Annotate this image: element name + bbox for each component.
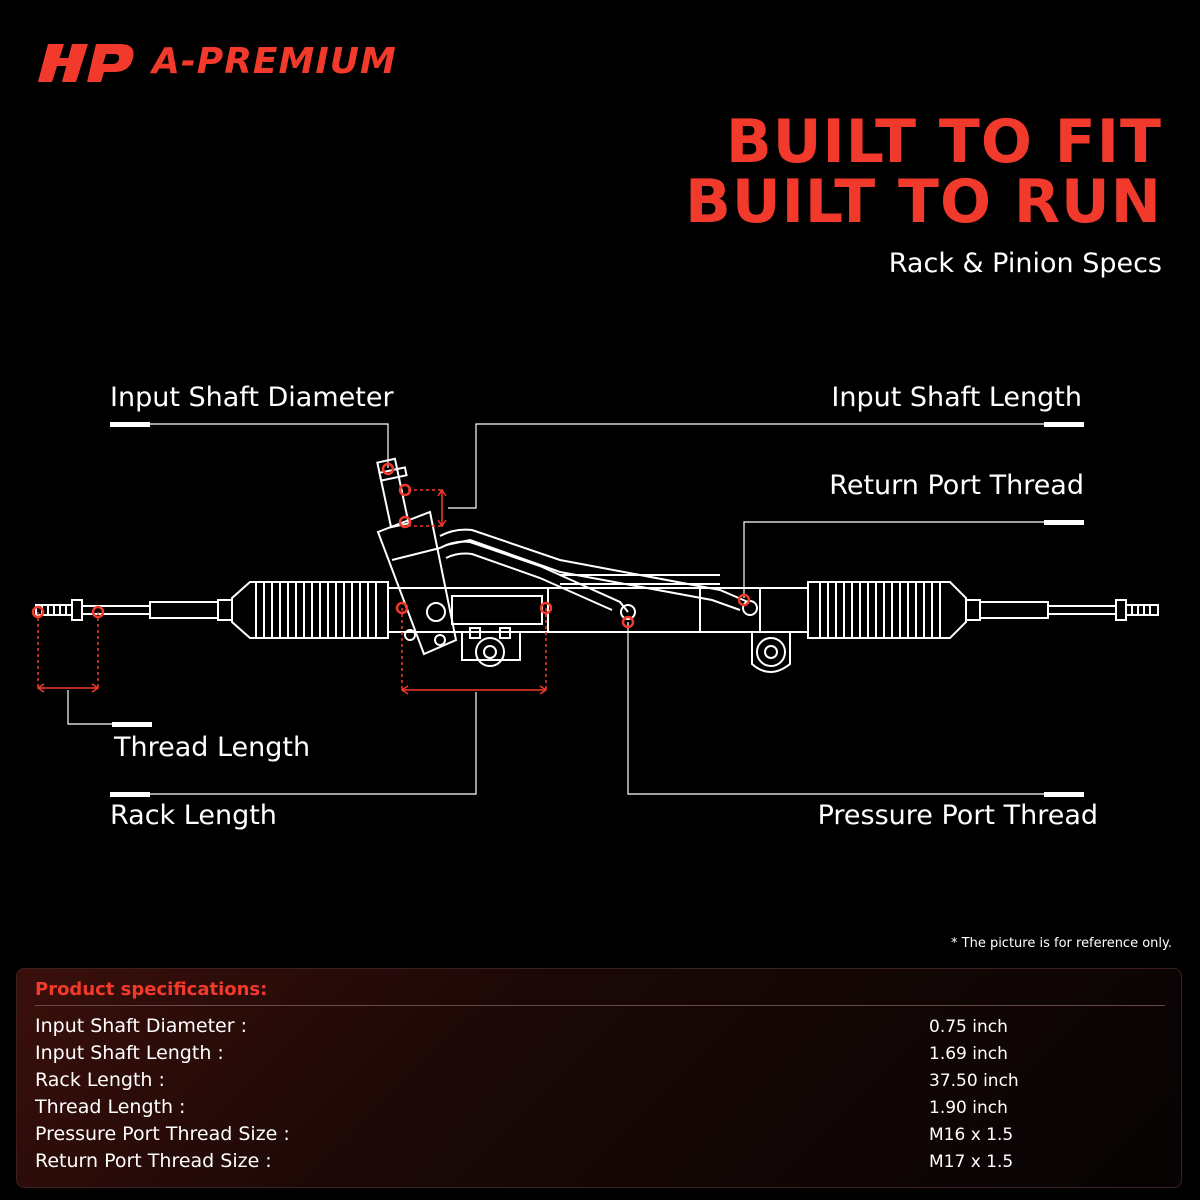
brand-logo: A-PREMIUM — [38, 38, 397, 84]
callout-return-port-thread: Return Port Thread — [829, 470, 1084, 501]
spec-label: Thread Length : — [35, 1096, 186, 1118]
dimension-marks — [36, 488, 548, 695]
spec-label: Input Shaft Length : — [35, 1042, 224, 1064]
callout-rack-length: Rack Length — [110, 800, 277, 831]
callout-pressure-port-thread: Pressure Port Thread — [817, 800, 1098, 831]
marker-dots — [31, 462, 751, 629]
brand-name: A-PREMIUM — [152, 40, 397, 82]
spec-value: M17 x 1.5 — [929, 1152, 1014, 1172]
callout-thread-length: Thread Length — [114, 732, 311, 763]
spec-value: M16 x 1.5 — [929, 1125, 1014, 1145]
right-tie-rod — [965, 599, 1159, 621]
page-subtitle: Rack & Pinion Specs — [888, 248, 1162, 279]
leader-lines — [67, 423, 1082, 795]
spec-row: Input Shaft Length : 1.69 inch — [35, 1040, 1165, 1067]
spec-label: Input Shaft Diameter : — [35, 1015, 247, 1037]
rack-and-pinion-diagram — [31, 422, 1159, 797]
callout-underlines — [110, 422, 1084, 797]
spec-row: Thread Length : 1.90 inch — [35, 1094, 1165, 1121]
fluid-lines — [439, 528, 758, 620]
spec-value: 1.69 inch — [929, 1044, 1008, 1064]
spec-value: 1.90 inch — [929, 1098, 1008, 1118]
callout-input-shaft-diameter: Input Shaft Diameter — [110, 382, 394, 413]
right-boot — [807, 581, 967, 639]
headline-line-2: BUILT TO RUN — [685, 167, 1162, 237]
left-tie-rod — [35, 599, 233, 621]
reference-note: * The picture is for reference only. — [951, 936, 1172, 951]
spec-panel: Product specifications: Input Shaft Diam… — [16, 968, 1182, 1188]
spec-list: Input Shaft Diameter : 0.75 inch Input S… — [35, 1013, 1165, 1175]
spec-row: Return Port Thread Size : M17 x 1.5 — [35, 1148, 1165, 1175]
spec-label: Rack Length : — [35, 1069, 165, 1091]
spec-row: Rack Length : 37.50 inch — [35, 1067, 1165, 1094]
pinion-valve-housing — [376, 457, 458, 656]
brand-mark-icon — [38, 44, 134, 82]
callout-input-shaft-length: Input Shaft Length — [831, 382, 1082, 413]
headline-line-1: BUILT TO FIT — [726, 107, 1162, 177]
spec-value: 0.75 inch — [929, 1017, 1008, 1037]
rack-drawing — [35, 457, 1159, 673]
spec-divider — [35, 1005, 1165, 1006]
spec-title: Product specifications: — [35, 979, 268, 1000]
spec-value: 37.50 inch — [929, 1071, 1019, 1091]
spec-label: Return Port Thread Size : — [35, 1150, 272, 1172]
spec-label: Pressure Port Thread Size : — [35, 1123, 290, 1145]
spec-row: Pressure Port Thread Size : M16 x 1.5 — [35, 1121, 1165, 1148]
left-boot — [231, 581, 389, 639]
headline: BUILT TO FIT BUILT TO RUN — [685, 112, 1162, 232]
spec-row: Input Shaft Diameter : 0.75 inch — [35, 1013, 1165, 1040]
